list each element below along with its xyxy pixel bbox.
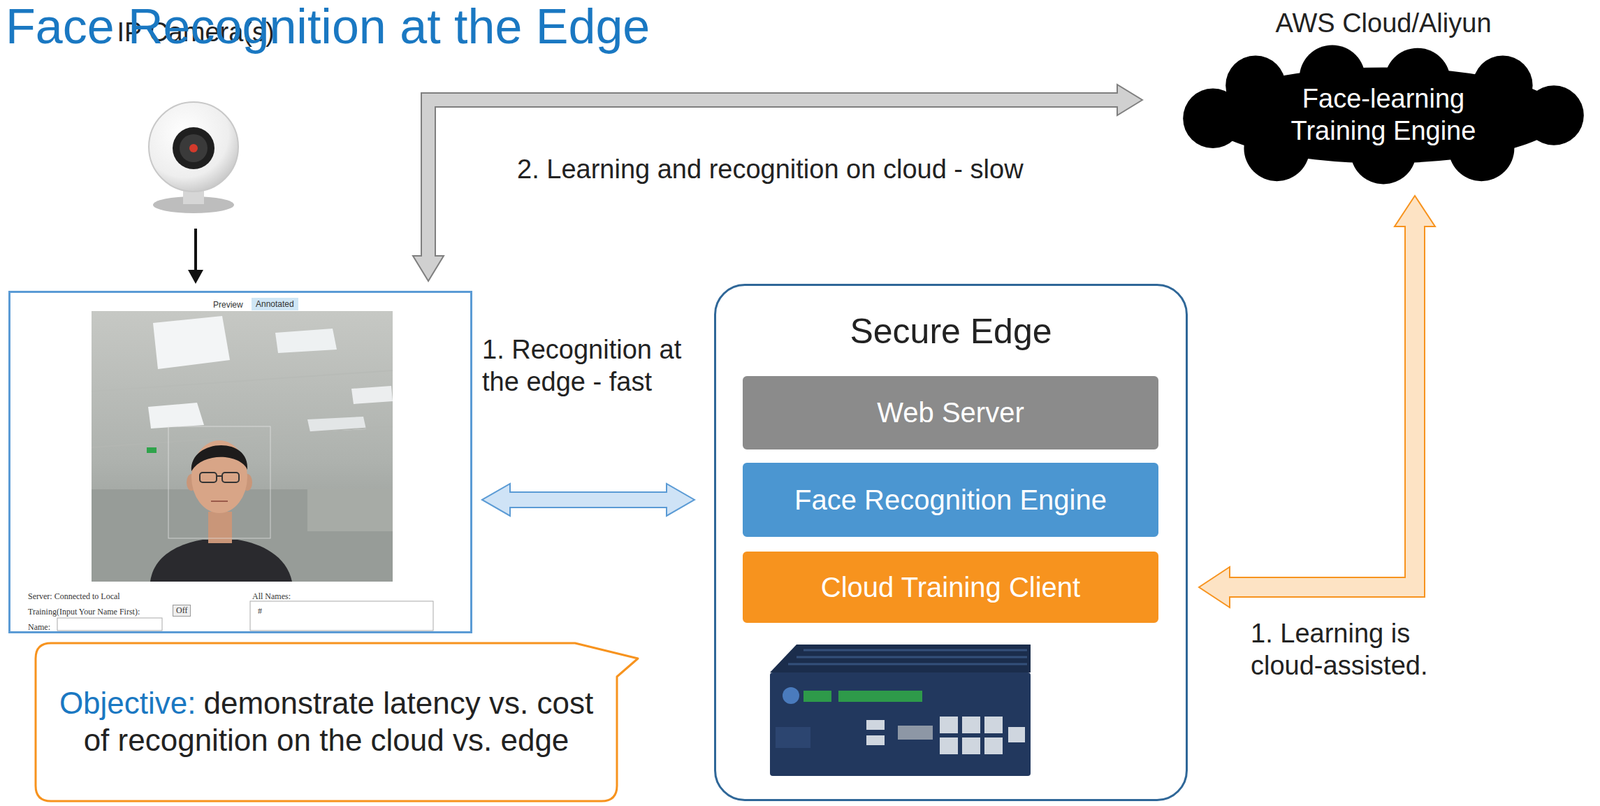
webcam-screenshot-part [148,402,205,429]
edge-recognition-arrow [482,483,695,516]
webcam-screenshot-part [146,447,157,453]
webcam-screenshot-part [222,472,239,483]
app-screenshot: Preview AnnotatedServer: Connected to Loc… [8,290,473,634]
cloud-shape: AWS Cloud/AliyunFace-learning Training E… [1170,6,1597,191]
recognition-engine-box: Face Recognition Engine [741,461,1160,538]
edge-device-picture-part [782,686,800,704]
camera-icon-part [172,127,215,170]
edge-device-picture-part [803,649,1028,652]
cloud-learning-arrow-part [1229,226,1415,587]
slide-title: Face Recognition at the Edge [5,0,650,55]
edge-device-picture-part [897,725,933,740]
edge-recognition-arrow-part [482,483,511,516]
cloud-recognition-arrow [412,84,1143,281]
edge-label: 2. Learning and recognition on cloud - s… [517,153,1024,186]
webcam-screenshot-part [250,600,434,631]
webcam-screenshot-part [8,290,473,634]
edge-device-picture-part [796,656,1028,659]
webcam-screenshot-part [168,426,271,538]
edge-device-picture-part [1008,726,1025,743]
camera-icon-part [179,134,208,163]
webcam-screenshot-part [191,440,248,513]
webcam-screenshot-part [191,445,248,471]
screenshot-ui-text: Preview [213,299,244,310]
web-server-box: Web Server [741,374,1160,451]
cloud-recognition-arrow-part [412,255,444,281]
webcam-screenshot [8,290,473,634]
cloud-text: Face-learning Training Engine [1257,83,1510,147]
camera-feed-arrow-part [194,228,198,270]
box-heading: Secure Edge [716,310,1186,352]
callout-outline-part [35,642,638,801]
cloud-outline-part [1472,55,1533,116]
webcam-screenshot-part [351,385,393,404]
webcam-screenshot-part [91,310,393,582]
edge-device-picture-part [962,716,981,733]
screenshot-ui-text: Training(Input Your Name First): [27,606,140,617]
cloud-learning-arrow [1198,195,1436,608]
cloud-learning-arrow-part [1198,566,1230,608]
edge-device-picture-part [803,690,832,702]
cloud-learning-arrow-part [1227,224,1415,587]
camera-icon-part [148,102,239,192]
cloud-outline-part [1182,88,1243,149]
edge-device-picture-part [939,716,958,733]
edge-device-picture-part [866,719,885,730]
edge-device-picture [769,644,1031,776]
screenshot-ui-text: # [257,605,263,617]
cloud-recognition-arrow-part [428,99,1120,258]
screenshot-ui-text: Server: Connected to Local [27,591,121,602]
webcam-screenshot-part [91,489,393,582]
edge-device-picture-part [769,644,1031,673]
camera-feed-arrow-part [187,269,204,284]
screenshot-ui-text: Annotated [251,297,299,311]
camera-feed-arrow [187,228,204,284]
webcam-screenshot-part [153,315,230,369]
screenshot-ui-text: Off [172,604,191,617]
layer-label: Cloud Training Client [820,571,1081,603]
edge-device-picture-part [939,737,958,754]
edge-label: 1. Recognition at the edge - fast [482,333,699,398]
edge-device-picture-part [788,663,1028,666]
layer-label: Face Recognition Engine [794,484,1107,516]
webcam-screenshot-part [91,426,393,448]
edge-device-picture-part [984,716,1003,733]
edge-device-picture-part [769,672,1031,776]
callout-text: Objective:demonstrate latency vs. cost o… [52,684,601,759]
webcam-screenshot-part [150,539,293,582]
objective-callout: Objective:demonstrate latency vs. cost o… [35,642,617,801]
screenshot-ui-text: Name: [27,621,51,633]
callout-heading: Objective: [59,685,197,720]
cloud-outline-part [1523,85,1584,146]
cloud-recognition-arrow-part [1117,84,1143,116]
webcam-screenshot-part [211,500,228,502]
secure-edge-box: Secure EdgeWeb ServerFace Recognition En… [714,283,1188,801]
edge-device-picture-part [866,735,885,745]
edge-device-picture-part [984,737,1003,754]
cloud-learning-arrow-part [1394,195,1436,227]
edge-label: 1. Learning is cloud-assisted. [1250,617,1482,682]
screenshot-ui-text: All Names: [252,591,291,602]
edge-device-picture-part [775,726,811,748]
edge-device-picture-part [838,690,923,702]
camera-icon-part [189,143,198,153]
cloud-recognition-arrow-part [428,99,1118,256]
webcam-screenshot-part [91,370,393,392]
webcam-screenshot-part [199,472,217,483]
edge-recognition-arrow-part [666,483,695,516]
webcam-screenshot-part [307,489,393,532]
callout-outline [35,642,617,801]
edge-recognition-arrow-part [507,492,669,507]
webcam-screenshot-part [216,475,223,477]
training-client-box: Cloud Training Client [741,549,1160,624]
layer-label: Web Server [876,396,1024,429]
cloud-heading: AWS Cloud/Aliyun [1170,8,1597,39]
webcam-screenshot-part [57,617,163,631]
webcam-screenshot-part [275,328,337,353]
edge-device-picture-part [962,737,981,754]
camera-icon [148,102,239,214]
